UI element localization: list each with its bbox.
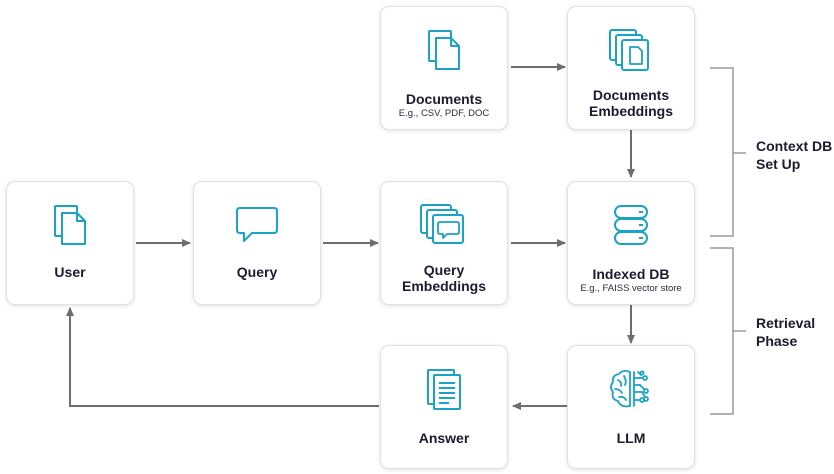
context-setup-phase-label: Context DB Set Up	[756, 137, 832, 173]
indexed-db-subtitle: E.g., FAISS vector store	[580, 283, 682, 294]
bracket-context-setup	[710, 67, 734, 237]
answer-title: Answer	[418, 430, 470, 446]
documents-title: Documents	[405, 91, 483, 107]
indexed-db-node[interactable]: Indexed DB E.g., FAISS vector store	[567, 181, 695, 305]
brain-circuit-icon	[568, 366, 694, 412]
chat-bubble-icon	[194, 202, 320, 248]
database-icon	[568, 202, 694, 248]
document-stack-icon	[381, 27, 507, 73]
indexed-db-title: Indexed DB	[592, 266, 670, 282]
retrieval-line2: Phase	[756, 333, 798, 349]
user-title: User	[54, 264, 86, 280]
documents-node[interactable]: Documents E.g., CSV, PDF, DOC	[380, 6, 508, 130]
query-embeddings-title-2: Embeddings	[401, 278, 486, 294]
document-stack-icon	[7, 202, 133, 248]
documents-embeddings-node[interactable]: Documents Embeddings	[567, 6, 695, 130]
text-document-icon	[381, 366, 507, 412]
query-embeddings-title-1: Query	[423, 262, 465, 278]
arrow-answer-to-user	[66, 307, 379, 407]
documents-subtitle: E.g., CSV, PDF, DOC	[398, 108, 490, 119]
user-node[interactable]: User	[6, 181, 134, 305]
bracket-retrieval	[710, 247, 734, 415]
documents-embeddings-title-2: Embeddings	[588, 103, 673, 119]
documents-embeddings-title-1: Documents	[592, 87, 670, 103]
document-cards-icon	[568, 27, 694, 73]
query-title: Query	[236, 264, 278, 280]
context-setup-line1: Context DB	[756, 138, 833, 154]
context-setup-line2: Set Up	[756, 156, 801, 172]
query-node[interactable]: Query	[193, 181, 321, 305]
llm-title: LLM	[616, 430, 646, 446]
chat-cards-icon	[381, 202, 507, 248]
answer-node[interactable]: Answer	[380, 345, 508, 469]
query-embeddings-node[interactable]: Query Embeddings	[380, 181, 508, 305]
retrieval-phase-label: Retrieval Phase	[756, 314, 815, 350]
llm-node[interactable]: LLM	[567, 345, 695, 469]
retrieval-line1: Retrieval	[756, 315, 816, 331]
